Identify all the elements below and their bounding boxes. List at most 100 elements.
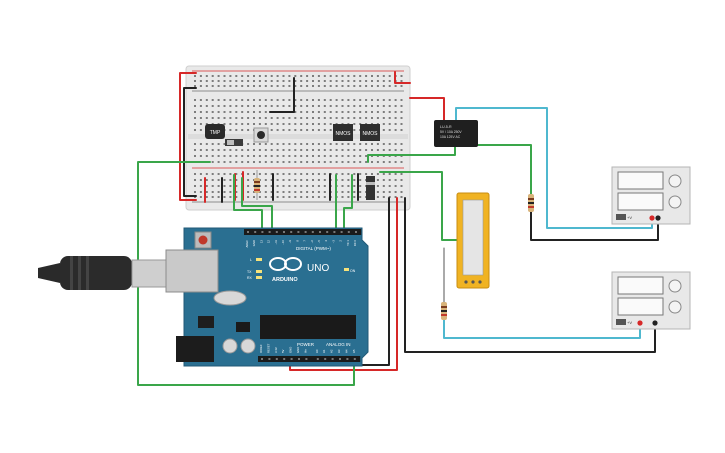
capacitor-1 [222, 338, 238, 354]
relay-label-3: 10A 125V AC [440, 135, 461, 139]
relay-label-2: 5V / 10A 250V [440, 130, 462, 134]
digital-pin-label: 12 [267, 240, 271, 244]
usb-cable[interactable] [38, 256, 167, 290]
power-pin-label: RESET [266, 343, 270, 353]
tmp-label: TMP [210, 130, 221, 136]
psu1-display-bottom [617, 192, 664, 211]
digital-pin-label: ~5 [317, 240, 321, 244]
power-pin-label: 5V [281, 349, 285, 353]
on-led-label: ON [350, 269, 356, 273]
digital-pin-label: 2 [339, 240, 343, 242]
power-pin-label: A4 [344, 349, 348, 353]
wire-green-relay-right[interactable] [477, 144, 532, 195]
arduino-uno-label: UNO [307, 263, 329, 274]
wire-red-top-right[interactable] [394, 71, 411, 84]
crystal [213, 290, 247, 306]
breadboard-resistor[interactable] [254, 170, 260, 200]
analog-in-label: ANALOG IN [326, 342, 351, 347]
wire-green-d-4[interactable] [343, 174, 353, 229]
psu2-display-top [617, 276, 664, 295]
center-channel [188, 134, 408, 139]
digital-pin-label: ~9 [288, 240, 292, 244]
arduino-logo: ARDUINO [269, 257, 302, 283]
arduino-logo-text: ARDUINO [272, 277, 298, 283]
wire-black-to-psu2[interactable] [404, 197, 656, 353]
usb-port[interactable] [165, 249, 219, 293]
led-l-label: L [250, 258, 252, 262]
wire-red-to-relay[interactable] [409, 97, 445, 121]
psu2-display-bottom [617, 297, 664, 316]
power-supply-1[interactable]: +V [611, 166, 691, 225]
resistor-sensor[interactable] [441, 302, 447, 320]
power-analog-header [258, 356, 361, 362]
wire-cyan-relay-to-psu1[interactable] [455, 107, 653, 229]
resistor-psu1[interactable] [528, 194, 534, 212]
psu1-display-top [617, 171, 664, 190]
psu1-positive-terminal[interactable] [649, 215, 655, 221]
digital-pin-label: GND [252, 240, 256, 246]
diode[interactable] [366, 176, 375, 200]
wire-green-d-1[interactable] [233, 174, 263, 229]
power-pin-label: A2 [330, 349, 334, 353]
wire-red-left-rail[interactable] [179, 72, 197, 201]
digital-pin-label: TX 1 [346, 240, 350, 246]
wire-black-left-rail[interactable] [183, 87, 197, 197]
psu2-knob-voltage[interactable] [668, 279, 682, 293]
arduino-uno[interactable]: ARDUINO UNO DIGITAL (PWM~) POWER ANALOG … [165, 227, 369, 367]
power-pin-label: Vin [303, 349, 307, 353]
psu2-terminal-label: +V [627, 320, 632, 325]
digital-pin-label: AREF [245, 240, 249, 248]
power-pin-label: IOREF [259, 344, 263, 353]
digital-pin-label: ~3 [331, 240, 335, 244]
digital-pin-label: ~6 [310, 240, 314, 244]
psu1-knob-voltage[interactable] [668, 174, 682, 188]
digital-pwm-label: DIGITAL (PWM~) [296, 246, 331, 251]
digital-pin-label: 7 [303, 240, 307, 242]
wire-green-analog-loop[interactable] [137, 161, 355, 386]
digital-pin-label: 4 [324, 240, 328, 242]
voltage-regulator [198, 316, 214, 328]
nmos-1[interactable]: NMOS [333, 124, 353, 141]
reset-button[interactable] [198, 235, 208, 245]
wire-black-top[interactable] [269, 77, 295, 113]
power-supply-2[interactable]: +V [611, 271, 691, 330]
psu2-positive-terminal[interactable] [637, 320, 643, 326]
relay-label-1: LU-5-R [440, 125, 452, 129]
power-pin-label: GND [289, 347, 293, 353]
relay[interactable]: LU-5-R 5V / 10A 250V 10A 125V AC [434, 120, 478, 147]
led-tx-label: TX [247, 270, 252, 274]
temperature-sensor[interactable]: TMP [205, 124, 225, 139]
psu1-knob-current[interactable] [668, 195, 682, 209]
power-jack[interactable] [176, 336, 214, 362]
atmega-chip [260, 315, 356, 339]
power-pin-label: A5 [352, 349, 356, 353]
psu1-negative-terminal[interactable] [655, 215, 661, 221]
psu2-knob-current[interactable] [668, 300, 682, 314]
on-led [344, 268, 349, 271]
power-pin-label: GND [296, 347, 300, 353]
wire-green-d-2[interactable] [241, 177, 273, 229]
digital-pin-label: ~10 [281, 240, 285, 245]
digital-pin-label: 13 [259, 240, 263, 244]
nmos-2[interactable]: NMOS [360, 124, 380, 141]
digital-pin-label: ~11 [274, 240, 278, 245]
digital-pin-label: 8 [295, 240, 299, 242]
wire-green-sensor[interactable] [379, 171, 459, 241]
sensor-module[interactable] [456, 192, 490, 289]
psu1-terminal-label: +V [627, 215, 632, 220]
digital-pin-label: RX 0 [353, 240, 357, 247]
wire-cyan-sensor-to-psu2[interactable] [443, 319, 641, 339]
power-section-label: POWER [297, 342, 315, 347]
pushbutton[interactable] [253, 127, 269, 143]
nmos-1-label: NMOS [336, 131, 352, 137]
wire-green-relay-to-board[interactable] [367, 146, 456, 163]
wire-black-psu1[interactable] [530, 211, 659, 241]
status-leds: L TX RX [247, 258, 262, 280]
slide-switch[interactable] [225, 139, 243, 146]
psu2-negative-terminal[interactable] [652, 320, 658, 326]
power-pin-label: 3.3V [274, 347, 278, 353]
led-rx-label: RX [247, 276, 253, 280]
